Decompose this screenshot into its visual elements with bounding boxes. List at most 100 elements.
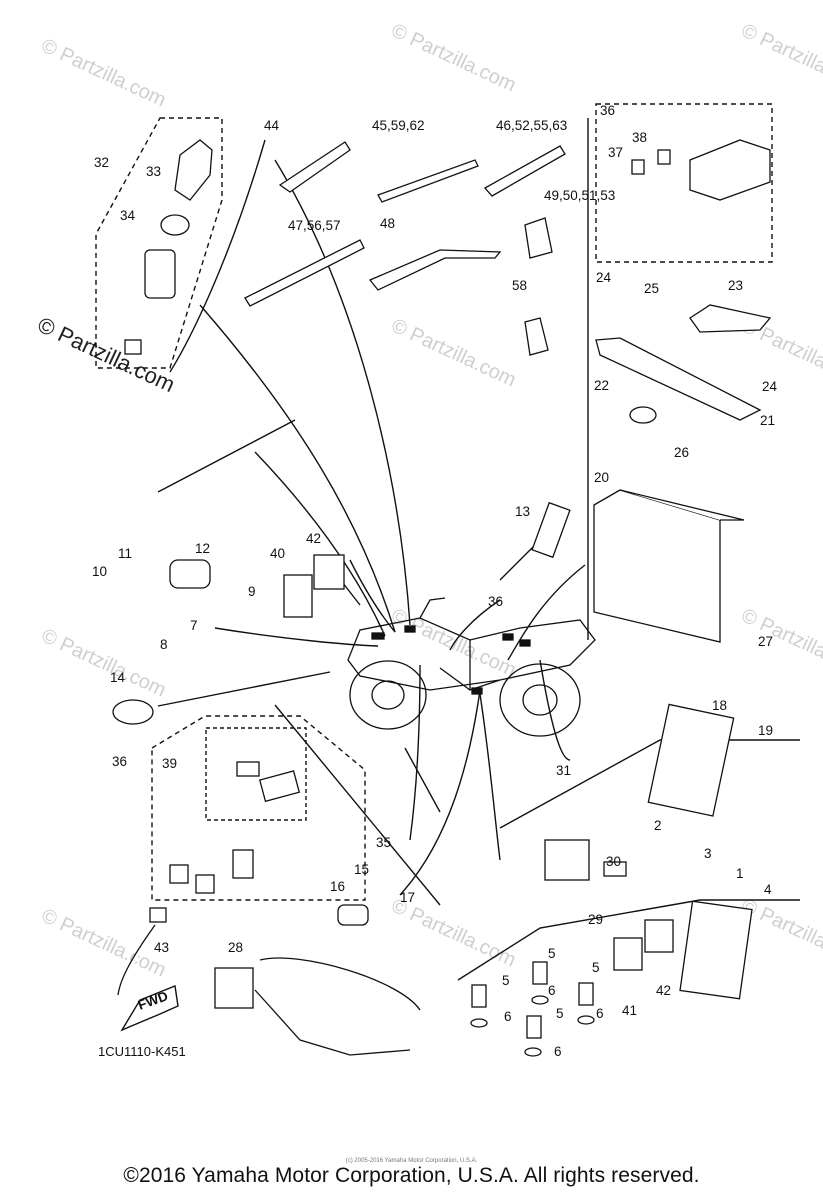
watermark: © Partzilla.com <box>388 20 519 97</box>
callout: 23 <box>728 278 743 293</box>
battery-top <box>619 489 745 521</box>
callout: 33 <box>146 164 161 179</box>
callout: 10 <box>92 564 107 579</box>
relay-icon <box>613 937 643 971</box>
callout: 5 <box>548 946 556 961</box>
callout: 36 <box>112 754 127 769</box>
callout: 22 <box>594 378 609 393</box>
dashed-group-ignition <box>95 117 223 369</box>
callout: 5 <box>556 1006 564 1021</box>
callout: 36 <box>488 594 503 609</box>
callout: 6 <box>554 1044 562 1059</box>
washer-icon <box>470 1018 488 1028</box>
callout: 38 <box>632 130 647 145</box>
sensor-icon <box>337 904 369 926</box>
relay-box-icon <box>689 139 771 201</box>
callout: 29 <box>588 912 603 927</box>
parts <box>112 139 772 1057</box>
callout: 21 <box>760 413 775 428</box>
callout: 24 <box>762 379 778 394</box>
bolt-icon <box>578 982 594 1006</box>
callout: 32 <box>94 155 109 170</box>
cable-tie-icon <box>278 141 351 193</box>
connector-icon <box>169 864 189 884</box>
fuse-icon <box>657 149 671 165</box>
callout: 7 <box>190 618 198 633</box>
watermark: © Partzilla.com <box>38 35 169 112</box>
ecu-icon <box>679 900 753 1000</box>
callout: 31 <box>556 763 571 778</box>
sensor-icon <box>112 699 154 725</box>
bracket-icon <box>689 304 772 333</box>
cable-tie-icon <box>244 239 365 307</box>
watermark: © Partzilla.com <box>738 605 823 682</box>
key-icon <box>174 139 213 201</box>
callout: 11 <box>118 546 132 561</box>
relay-icon <box>313 554 345 590</box>
callout: 5 <box>502 973 510 988</box>
callout: 27 <box>758 634 773 649</box>
watermark-prominent: © Partzilla.com <box>34 312 179 397</box>
callout: 41 <box>622 1003 637 1018</box>
callout: 9 <box>248 584 256 599</box>
callout: 40 <box>270 546 285 561</box>
callout: 46,52,55,63 <box>496 118 567 133</box>
cable-icon <box>259 957 421 1011</box>
dashed-group-relay-top <box>595 103 773 263</box>
callout: 1 <box>736 866 744 881</box>
callout: 24 <box>596 270 612 285</box>
relay-icon <box>644 919 674 953</box>
callout: 25 <box>644 281 659 296</box>
callout: 5 <box>592 960 600 975</box>
washer-icon <box>577 1015 595 1025</box>
cable-icon <box>117 924 156 996</box>
callout: 17 <box>400 890 415 905</box>
divider-line <box>404 747 441 813</box>
callout: 19 <box>758 723 773 738</box>
callout: 48 <box>380 216 395 231</box>
bolt-icon <box>471 984 487 1008</box>
fwd-arrow-icon: FWD <box>120 985 179 1032</box>
washer-icon <box>524 1047 542 1057</box>
watermark: © Partzilla.com <box>388 315 519 392</box>
fuse-icon <box>631 159 645 175</box>
callout: 47,56,57 <box>288 218 341 233</box>
callout: 28 <box>228 940 243 955</box>
starter-relay-icon <box>169 559 211 589</box>
callout: 14 <box>110 670 126 685</box>
fuse-icon <box>603 861 627 877</box>
callout: 3 <box>704 846 712 861</box>
connector-icon <box>258 770 301 803</box>
watermark: © Partzilla.com <box>738 895 823 972</box>
callout: 39 <box>162 756 177 771</box>
callout: 30 <box>606 854 621 869</box>
cable-tie-icon <box>377 159 479 203</box>
divider-line <box>157 671 331 707</box>
callout: 6 <box>504 1009 512 1024</box>
callout: 44 <box>264 118 280 133</box>
callout: 43 <box>154 940 169 955</box>
callout: 49,50,51,53 <box>544 188 615 203</box>
callout: 13 <box>515 504 530 519</box>
cable-icon <box>254 989 411 1056</box>
harness-connector-icon <box>214 967 254 1009</box>
divider-line <box>274 704 441 906</box>
cable-tie-icon <box>368 249 502 291</box>
connector-icon <box>124 339 142 355</box>
connector-icon <box>149 907 167 923</box>
callout: 35 <box>376 835 391 850</box>
grommet-icon <box>629 406 657 424</box>
washer-icon <box>531 995 549 1005</box>
starter-relay-icon <box>544 839 590 881</box>
atv-illustration <box>347 597 596 737</box>
cable-tie-icon <box>483 145 566 197</box>
watermark: © Partzilla.com <box>388 895 519 972</box>
battery-icon <box>593 489 721 643</box>
callout: 26 <box>674 445 689 460</box>
dashed-group-39 <box>205 727 307 821</box>
ignition-switch-icon <box>144 249 176 299</box>
callout: 18 <box>712 698 727 713</box>
callout: 16 <box>330 879 345 894</box>
clip-icon <box>524 317 549 356</box>
